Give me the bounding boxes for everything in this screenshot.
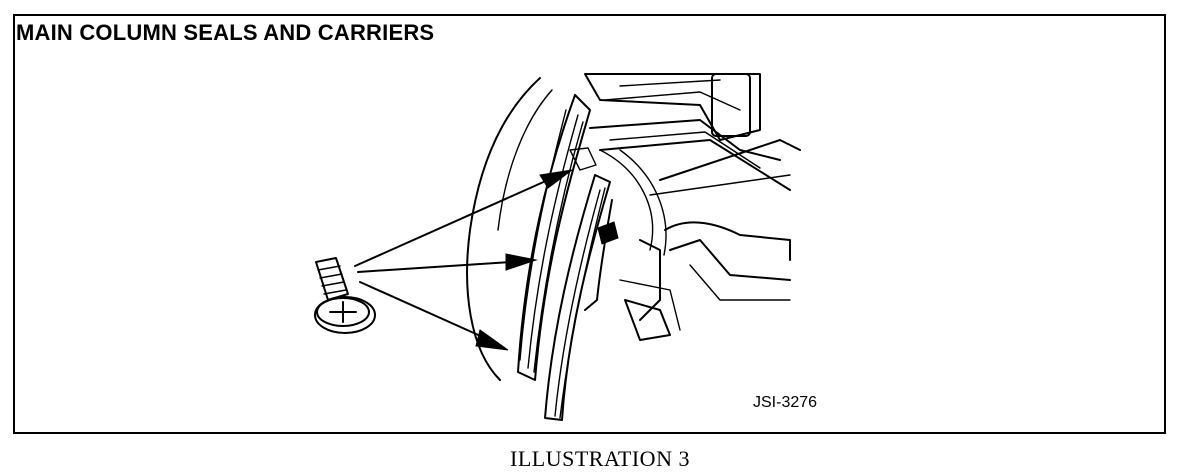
figure-caption: ILLUSTRATION 3 bbox=[510, 446, 690, 471]
column-seal-drawing bbox=[314, 73, 801, 421]
body-structure bbox=[466, 73, 801, 381]
illustration-frame bbox=[13, 14, 1166, 434]
screw-icon bbox=[314, 257, 376, 334]
part-code-label: JSI-3276 bbox=[753, 394, 818, 411]
front-carrier-strip bbox=[517, 94, 591, 381]
figure-title: MAIN COLUMN SEALS AND CARRIERS bbox=[16, 20, 435, 45]
main-column-seal bbox=[544, 147, 619, 421]
fastener-arrows bbox=[354, 169, 573, 351]
